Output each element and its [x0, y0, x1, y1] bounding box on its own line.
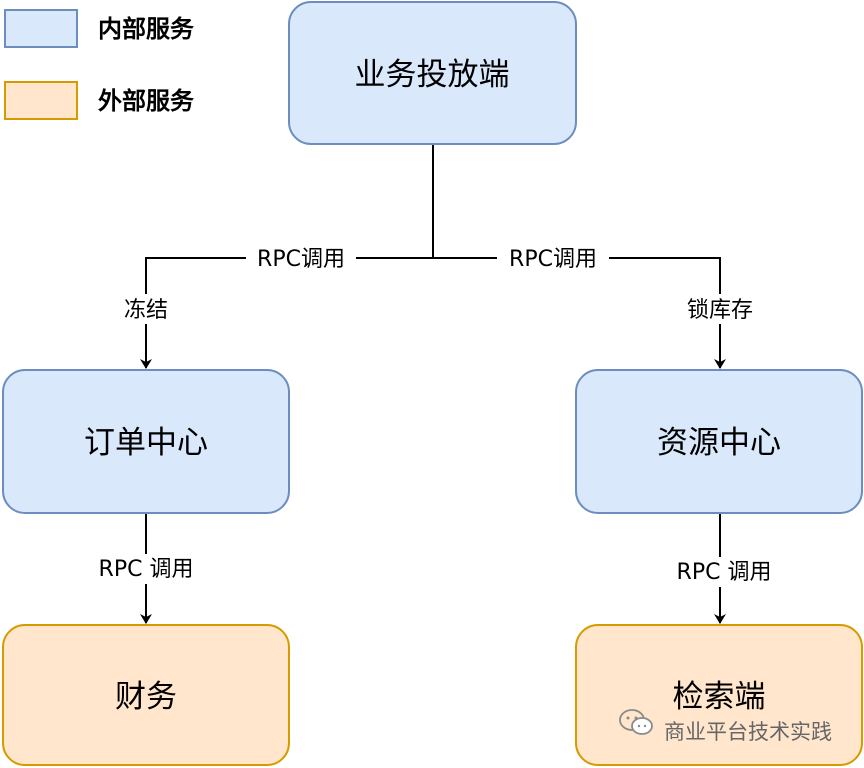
- wechat-icon: [619, 709, 653, 735]
- edge-label-rpc-left: RPC调用: [257, 247, 345, 272]
- watermark: 商业平台技术实践: [619, 709, 832, 744]
- legend-internal-label: 内部服务: [98, 15, 195, 43]
- legend-internal-swatch: [4, 9, 78, 48]
- edge-to-resource-center: [433, 257, 726, 369]
- legend-external-label: 外部服务: [98, 87, 195, 115]
- edge-label-rpc-order-finance: RPC 调用: [99, 557, 194, 582]
- node-search-label: 检索端: [673, 679, 766, 715]
- edge-label-rpc-resource-search: RPC 调用: [677, 560, 772, 585]
- node-order-center-label: 订单中心: [84, 425, 208, 461]
- legend-external-swatch: [4, 81, 78, 120]
- edge-label-freeze: 冻结: [124, 298, 168, 323]
- node-business-delivery-label: 业务投放端: [355, 57, 510, 93]
- node-finance: 财务: [2, 624, 290, 766]
- node-order-center: 订单中心: [2, 369, 290, 514]
- node-resource-center-label: 资源中心: [657, 425, 781, 461]
- node-resource-center: 资源中心: [575, 369, 863, 514]
- node-search: 检索端: [575, 624, 863, 766]
- edge-label-rpc-right: RPC调用: [509, 247, 597, 272]
- edge-label-lock-inventory: 锁库存: [687, 298, 753, 323]
- node-business-delivery: 业务投放端: [288, 1, 577, 145]
- edge-labels: RPC调用 RPC调用 冻结 锁库存 RPC 调用 RPC 调用: [84, 244, 784, 587]
- legend: 内部服务 外部服务: [4, 9, 195, 120]
- node-finance-label: 财务: [115, 679, 177, 715]
- watermark-text: 商业平台技术实践: [664, 720, 832, 744]
